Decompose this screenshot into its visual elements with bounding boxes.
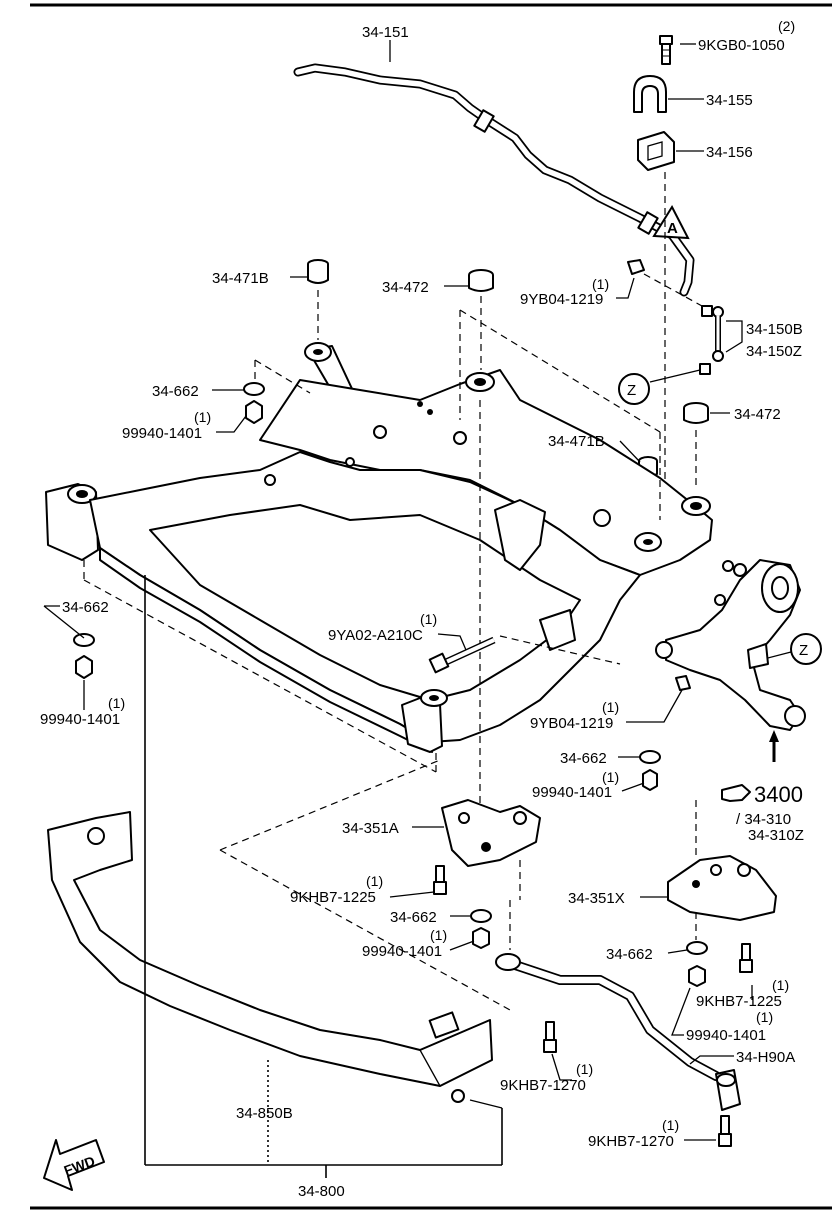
- nut-9yb04-top: [627, 259, 645, 275]
- qty-9khb7-a: (1): [366, 873, 383, 889]
- bushing-34-471b-top: [307, 259, 329, 284]
- z-marker-2: Z: [790, 633, 822, 665]
- qty-99940-b: (1): [108, 695, 125, 711]
- label-34-662-d: 34-662: [390, 909, 437, 926]
- fwd-arrow-icon: FWD: [43, 1139, 105, 1191]
- qty-9yb04-mid: (1): [602, 699, 619, 715]
- label-3400: 3400: [754, 782, 803, 807]
- washer-34-662-c: [639, 750, 661, 764]
- pointing-hand-icon: [721, 784, 751, 802]
- qty-9kgb0: (2): [778, 18, 795, 34]
- label-34-310z: 34-310Z: [748, 827, 804, 844]
- bolt-9khb7-1225-a: [433, 865, 447, 895]
- label-34-662-b: 34-662: [62, 599, 109, 616]
- label-34-150b: 34-150B: [746, 321, 803, 338]
- qty-9ya02: (1): [420, 611, 437, 627]
- nut-99940-e: [688, 965, 706, 987]
- stabilizer-link: [699, 305, 724, 375]
- label-34-662-a: 34-662: [152, 383, 199, 400]
- label-99940-1401-e: 99940-1401: [686, 1027, 766, 1044]
- label-99940-1401-a: 99940-1401: [122, 425, 202, 442]
- svg-text:Z: Z: [627, 382, 636, 399]
- bolt-9kgb0: [659, 35, 673, 65]
- label-34-472-top: 34-472: [382, 279, 429, 296]
- label-9khb7-1225-a: 9KHB7-1225: [290, 889, 376, 906]
- bushing-34-472-top: [468, 269, 494, 292]
- bolt-9khb7-1270-c: [543, 1021, 557, 1053]
- qty-99940-d: (1): [430, 927, 447, 943]
- label-34-800: 34-800: [298, 1183, 345, 1200]
- z-marker-1: Z: [618, 373, 650, 405]
- label-9khb7-1270-c: 9KHB7-1270: [500, 1077, 586, 1094]
- qty-99940-a: (1): [194, 409, 211, 425]
- label-34-662-e: 34-662: [606, 946, 653, 963]
- bushing-34-472-right: [683, 402, 709, 424]
- label-9kgb0-1050: 9KGB0-1050: [698, 37, 785, 54]
- qty-9khb7-c: (1): [576, 1061, 593, 1077]
- bolt-9ya02: [428, 636, 496, 674]
- label-34-351x: 34-351X: [568, 890, 625, 907]
- washer-34-662-b: [73, 633, 95, 647]
- qty-9khb7-b: (1): [772, 977, 789, 993]
- nut-99940-b: [75, 655, 93, 679]
- label-34-310: / 34-310: [736, 811, 791, 828]
- label-34-150z: 34-150Z: [746, 343, 802, 360]
- label-34-850b: 34-850B: [236, 1105, 293, 1122]
- label-9ya02-a210c: 9YA02-A210C: [328, 627, 423, 644]
- label-34-471b-mid: 34-471B: [548, 433, 605, 450]
- qty-9khb7-d: (1): [662, 1117, 679, 1133]
- nut-99940-a: [245, 400, 263, 424]
- bolt-9khb7-1270-d: [718, 1115, 732, 1147]
- nut-9yb04-mid: [675, 675, 691, 691]
- bracket-34-155: [633, 75, 667, 113]
- nut-99940-c: [642, 769, 658, 791]
- label-9khb7-1225-b: 9KHB7-1225: [696, 993, 782, 1010]
- qty-99940-e: (1): [756, 1009, 773, 1025]
- qty-99940-c: (1): [602, 769, 619, 785]
- label-34-471b-top: 34-471B: [212, 270, 269, 287]
- label-34-662-c: 34-662: [560, 750, 607, 767]
- label-9yb04-1219-top: 9YB04-1219: [520, 291, 603, 308]
- label-34-351a: 34-351A: [342, 820, 399, 837]
- a-marker-text: A: [667, 220, 678, 237]
- steering-knuckle: [655, 559, 806, 731]
- label-34-155: 34-155: [706, 92, 753, 109]
- washer-34-662-a: [243, 382, 265, 396]
- label-34-h90a: 34-H90A: [736, 1049, 795, 1066]
- bolt-9khb7-1225-b: [739, 943, 753, 973]
- label-34-156: 34-156: [706, 144, 753, 161]
- label-9khb7-1270-d: 9KHB7-1270: [588, 1133, 674, 1150]
- nut-99940-d: [472, 927, 490, 949]
- qty-9yb04-top: (1): [592, 276, 609, 292]
- stabilizer-bar: [293, 63, 695, 297]
- label-99940-1401-c: 99940-1401: [532, 784, 612, 801]
- label-99940-1401-d: 99940-1401: [362, 943, 442, 960]
- svg-text:Z: Z: [799, 642, 808, 659]
- label-9yb04-1219-mid: 9YB04-1219: [530, 715, 613, 732]
- tie-bar-34-h90a: [495, 953, 741, 1111]
- label-99940-1401-b: 99940-1401: [40, 711, 120, 728]
- washer-34-662-d: [470, 909, 492, 923]
- label-34-472-right: 34-472: [734, 406, 781, 423]
- front-crossmember: [45, 342, 713, 753]
- washer-34-662-e: [686, 941, 708, 955]
- bracket-34-351a: [441, 799, 541, 867]
- reference-a-marker: A: [652, 204, 690, 240]
- bushing-34-156: [637, 131, 675, 171]
- front-beam-34-850b: [47, 811, 493, 1103]
- label-34-151: 34-151: [362, 24, 409, 41]
- bracket-34-351x: [667, 855, 777, 921]
